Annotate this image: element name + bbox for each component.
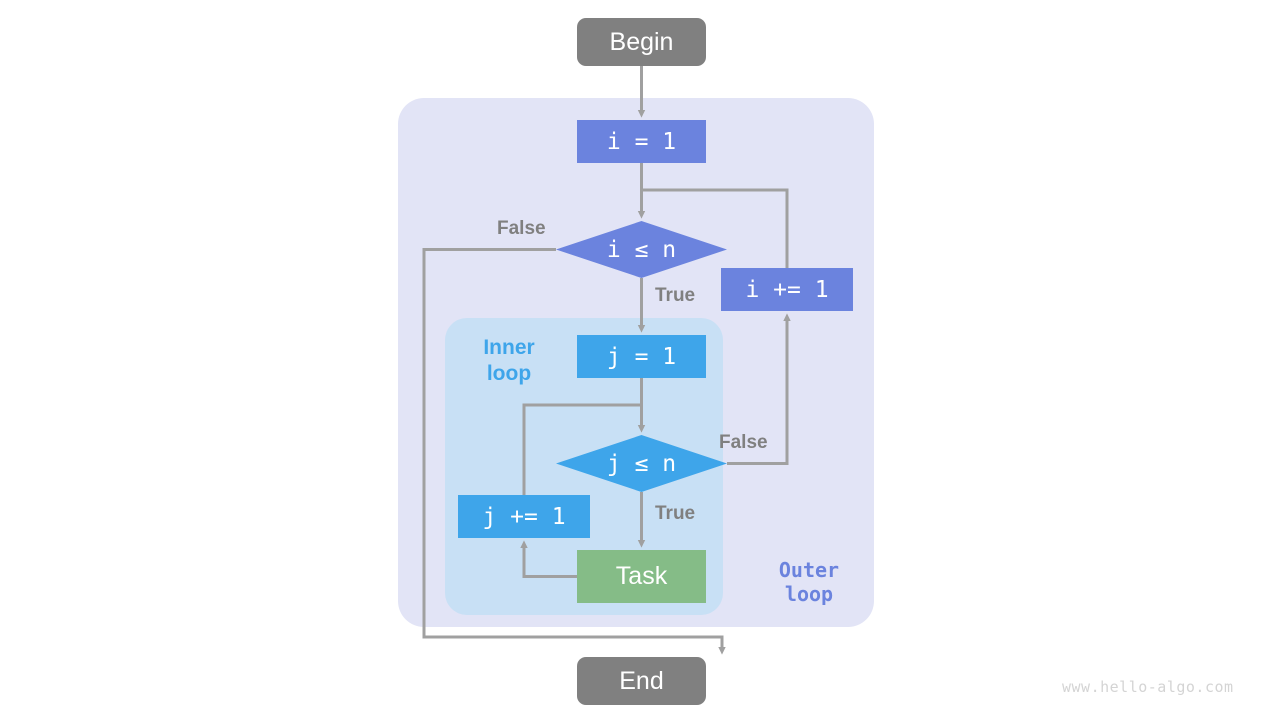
node-j-increment[interactable]: j += 1 xyxy=(458,495,590,538)
watermark: www.hello-algo.com xyxy=(1062,678,1234,696)
inner-loop-label: Inner loop xyxy=(483,336,535,385)
node-i-increment[interactable]: i += 1 xyxy=(721,268,853,311)
edge-label-i-false: False xyxy=(497,218,546,239)
node-i-condition[interactable]: i ≤ n xyxy=(556,221,727,278)
node-begin[interactable]: Begin xyxy=(577,18,706,66)
node-j-condition-label: j ≤ n xyxy=(606,450,677,477)
node-j-init[interactable]: j = 1 xyxy=(577,335,706,378)
node-i-init[interactable]: i = 1 xyxy=(577,120,706,163)
edge-label-j-true: True xyxy=(655,503,696,524)
node-j-condition[interactable]: j ≤ n xyxy=(556,435,727,492)
edge-label-j-false: False xyxy=(719,432,768,453)
outer-loop-label: Outer loop xyxy=(778,558,840,607)
node-task[interactable]: Task xyxy=(577,550,706,603)
node-i-condition-label: i ≤ n xyxy=(606,236,677,263)
edge-label-i-true: True xyxy=(655,285,696,306)
node-end[interactable]: End xyxy=(577,657,706,705)
